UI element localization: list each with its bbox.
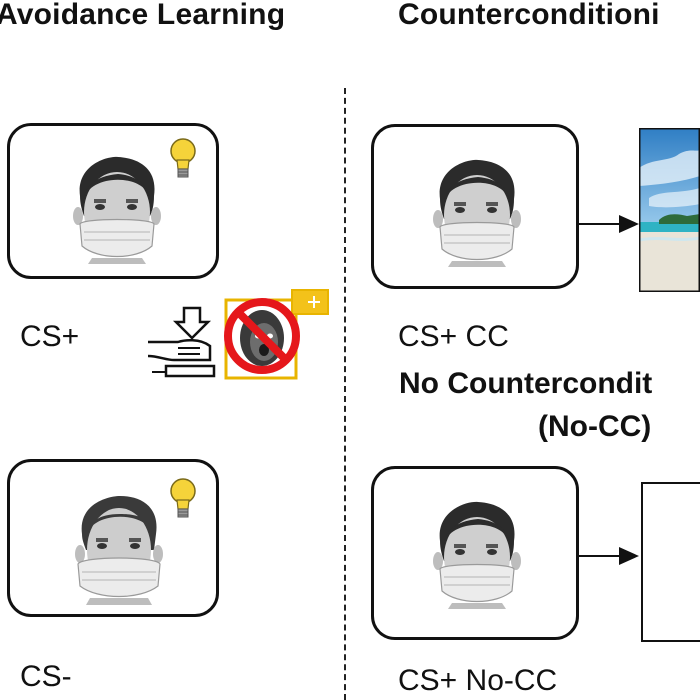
masked-face-image xyxy=(433,159,521,267)
no-cc-heading: No Countercondit xyxy=(399,367,653,400)
cs-minus-label: CS- xyxy=(20,660,72,693)
column-divider xyxy=(344,88,346,700)
masked-face-image xyxy=(75,496,163,605)
no-cc-subheading: (No-CC) xyxy=(538,410,652,443)
masked-face-image xyxy=(433,501,521,609)
cs-plus-label: CS+ xyxy=(20,320,80,353)
beach-image xyxy=(639,128,700,292)
cs-minus-stimulus-card xyxy=(7,459,219,617)
prohibited-icon xyxy=(224,289,329,380)
masked-face-image xyxy=(73,156,161,264)
cs-plus-nocc-label: CS+ No-CC xyxy=(398,664,558,697)
cs-plus-cc-stimulus-card xyxy=(371,124,579,289)
cs-plus-cc-label: CS+ CC xyxy=(398,320,509,353)
cs-plus-stimulus-card xyxy=(7,123,219,279)
blank-outcome-frame xyxy=(641,482,700,642)
lightbulb-icon xyxy=(170,478,196,518)
press-button-icon xyxy=(147,306,216,378)
avoidance-learning-heading: Avoidance Learning xyxy=(0,0,286,31)
lightbulb-icon xyxy=(170,138,196,178)
arrow-right-icon xyxy=(579,547,639,565)
counterconditioning-heading: Counterconditioni xyxy=(398,0,660,31)
arrow-right-icon xyxy=(579,215,639,233)
cs-plus-nocc-stimulus-card xyxy=(371,466,579,640)
